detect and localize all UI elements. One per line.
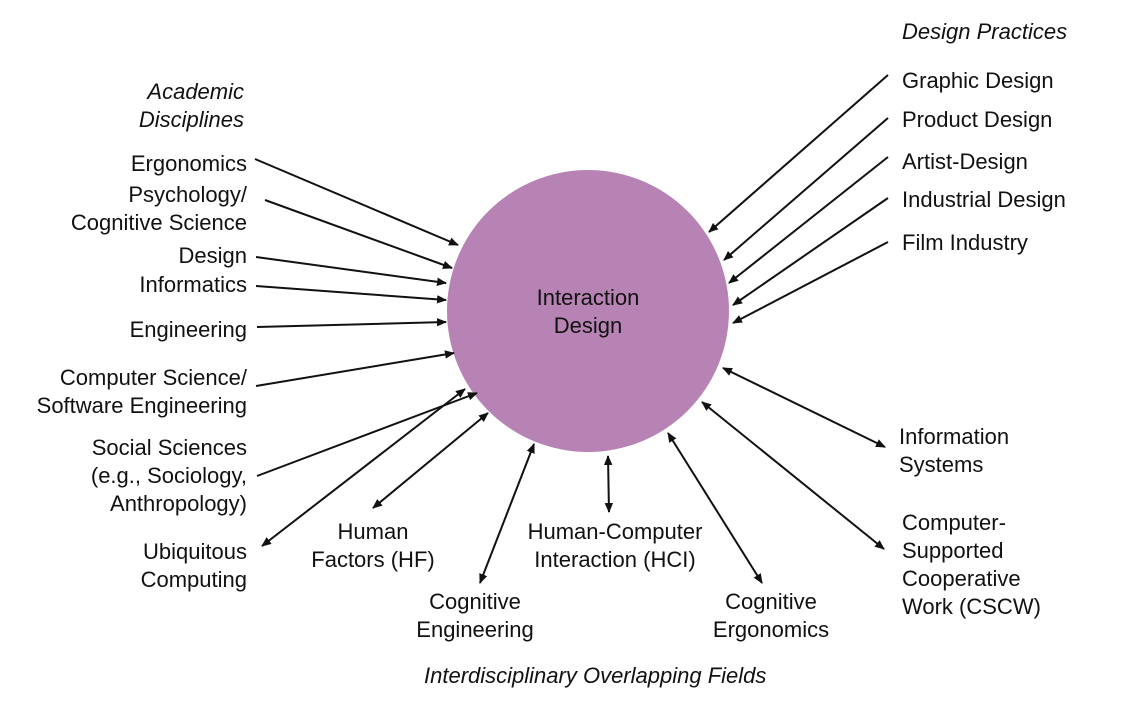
- label-artist-design: Artist-Design: [902, 148, 1028, 176]
- label-line: Factors (HF): [311, 547, 435, 572]
- label-informatics: Informatics: [139, 271, 247, 299]
- label-line: Anthropology): [110, 491, 247, 516]
- label-line: Product Design: [902, 107, 1053, 132]
- arrow-informatics: [255, 285, 447, 304]
- label-line: Artist-Design: [902, 149, 1028, 174]
- label-engineering: Engineering: [130, 316, 247, 344]
- academic-disciplines-heading: Academic Disciplines: [139, 78, 244, 134]
- label-line: (e.g., Sociology,: [90, 463, 247, 488]
- label-line: Design: [178, 243, 247, 268]
- center-label-line-2: Design: [553, 313, 623, 338]
- arrow-hci: [603, 455, 614, 513]
- label-human-factors: Human Factors (HF): [303, 518, 443, 574]
- label-social-sciences: Social Sciences (e.g., Sociology, Anthro…: [91, 434, 247, 518]
- label-line: Cognitive Science: [70, 210, 247, 235]
- label-graphic-design: Graphic Design: [902, 67, 1054, 95]
- label-cscw: Computer- Supported Cooperative Work (CS…: [902, 509, 1041, 621]
- label-product-design: Product Design: [902, 106, 1052, 134]
- label-line: Cognitive: [429, 589, 521, 614]
- label-computer-science: Computer Science/ Software Engineering: [37, 364, 247, 420]
- label-line: Ubiquitous: [143, 539, 247, 564]
- label-design: Design: [179, 242, 247, 270]
- label-line: Work (CSCW): [902, 594, 1041, 619]
- label-line: Ergonomics: [130, 151, 247, 176]
- label-psychology-cognitive-science: Psychology/ Cognitive Science: [71, 181, 247, 237]
- label-line: Supported: [902, 538, 1004, 563]
- label-line: Industrial Design: [902, 187, 1066, 212]
- label-cognitive-ergonomics: Cognitive Ergonomics: [701, 588, 841, 644]
- label-line: Psychology/: [128, 182, 247, 207]
- label-line: Systems: [899, 452, 984, 477]
- label-line: Information: [899, 424, 1010, 449]
- label-human-computer-interaction: Human-Computer Interaction (HCI): [505, 518, 725, 574]
- arrow-artist-design: [728, 156, 889, 284]
- arrow-psychology: [264, 199, 453, 269]
- center-label: Interaction Design: [528, 284, 648, 340]
- label-line: Informatics: [139, 272, 247, 297]
- arrow-product-design: [723, 117, 889, 261]
- label-line: Cooperative: [902, 566, 1021, 591]
- label-line: Computing: [140, 567, 247, 592]
- arrow-cscw: [701, 401, 885, 550]
- label-line: Graphic Design: [902, 68, 1054, 93]
- design-practices-heading: Design Practices: [902, 19, 1068, 44]
- label-line: Ergonomics: [712, 617, 830, 642]
- arrow-engineering: [256, 318, 447, 328]
- arrow-information-systems: [722, 367, 886, 448]
- label-cognitive-engineering: Cognitive Engineering: [405, 588, 545, 644]
- label-line: Engineering: [129, 317, 247, 342]
- academic-heading-line-2: Disciplines: [138, 107, 244, 132]
- arrow-industrial-design: [732, 197, 889, 306]
- label-line: Film Industry: [902, 230, 1028, 255]
- label-information-systems: Information Systems: [899, 423, 1009, 479]
- center-label-line-1: Interaction: [536, 285, 640, 310]
- interaction-design-circle: [447, 170, 729, 452]
- label-line: Software Engineering: [36, 393, 247, 418]
- label-line: Engineering: [416, 617, 534, 642]
- academic-heading-line-1: Academic: [147, 79, 244, 104]
- interdisciplinary-fields-heading: Interdisciplinary Overlapping Fields: [424, 663, 767, 688]
- arrow-design: [255, 256, 447, 286]
- label-industrial-design: Industrial Design: [902, 186, 1066, 214]
- label-line: Interaction (HCI): [534, 547, 696, 572]
- arrow-ergonomics: [254, 158, 459, 246]
- label-film-industry: Film Industry: [902, 229, 1028, 257]
- label-ubiquitous-computing: Ubiquitous Computing: [141, 538, 247, 594]
- arrow-computer-science: [255, 350, 455, 387]
- label-line: Cognitive: [725, 589, 817, 614]
- arrow-cognitive-engineering: [479, 443, 535, 584]
- label-line: Social Sciences: [91, 435, 247, 460]
- arrow-graphic-design: [708, 74, 889, 233]
- label-line: Computer Science/: [59, 365, 247, 390]
- arrow-human-factors: [372, 412, 489, 509]
- label-line: Human-Computer: [527, 519, 703, 544]
- label-line: Human: [337, 519, 409, 544]
- label-ergonomics: Ergonomics: [131, 150, 247, 178]
- arrow-film-industry: [732, 241, 889, 324]
- label-line: Computer-: [902, 510, 1006, 535]
